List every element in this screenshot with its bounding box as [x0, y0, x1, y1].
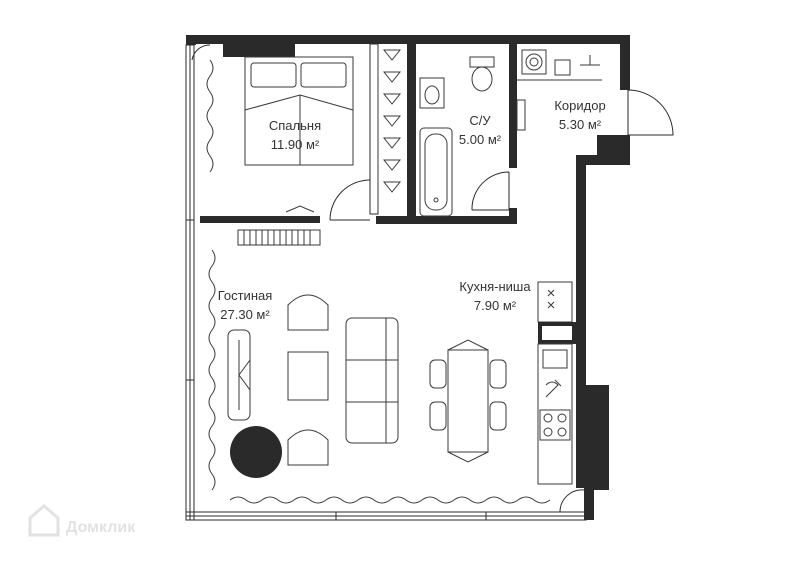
bedroom-wall-bottom [200, 216, 320, 223]
wall-right-pillar [584, 385, 609, 490]
room-area-bedroom: 11.90 м² [271, 137, 320, 152]
coffee-table [287, 351, 329, 401]
wall-right-upper [620, 35, 630, 90]
bathroom-furniture [419, 56, 495, 217]
curtain-living [208, 249, 216, 491]
burner-3 [543, 427, 553, 437]
room-name-kitchen: Кухня-ниша [459, 279, 531, 294]
burner-4 [557, 427, 567, 437]
wall-bath-bottom [376, 216, 486, 224]
pillow-right [300, 62, 347, 88]
dining-table [447, 349, 489, 453]
curtain-bedroom [206, 59, 214, 173]
radiator [237, 229, 321, 246]
room-area-kitchen: 7.90 м² [474, 298, 517, 313]
shoe-rack [554, 55, 600, 76]
wall-step-h [576, 155, 598, 165]
wall-right-step [597, 135, 630, 165]
burner-1 [543, 413, 553, 423]
armchair-bottom [287, 429, 329, 466]
kitchen-sink [542, 349, 568, 369]
corridor-furniture [516, 49, 602, 131]
room-name-living: Гостиная [218, 288, 273, 303]
room-labels: Спальня 11.90 м² С/У 5.00 м² Коридор 5.3… [218, 98, 606, 322]
fridge [537, 281, 573, 323]
pillow-left [250, 62, 297, 88]
room-name-bathroom: С/У [469, 113, 491, 128]
shelf [516, 99, 526, 131]
bathroom-door [471, 171, 510, 211]
toilet-bowl [471, 66, 493, 92]
window-leaf-tl [191, 44, 211, 61]
walls [185, 35, 630, 521]
faucet [545, 379, 562, 398]
wall-corner-tl [186, 35, 196, 45]
wall-bath-left [407, 44, 416, 224]
room-name-corridor: Коридор [554, 98, 605, 113]
watermark: Домклик [28, 504, 136, 537]
interior-walls [200, 43, 517, 224]
sink [419, 77, 445, 109]
burner-2 [557, 413, 567, 423]
toilet-tank [469, 56, 495, 68]
bedroom-furniture [206, 48, 402, 246]
room-area-bathroom: 5.00 м² [459, 132, 502, 147]
kitchen-furniture [429, 281, 576, 485]
watermark-text: Домклик [66, 519, 136, 536]
wall-bath-bottom-r [486, 216, 517, 224]
bedroom-door [329, 179, 371, 221]
house-icon [28, 504, 60, 537]
tv-stand [227, 329, 251, 421]
round-table [230, 426, 282, 478]
wall-top-block [223, 35, 295, 57]
wall-right-main [576, 155, 586, 488]
bathtub [419, 127, 453, 217]
blanket [244, 94, 354, 165]
wardrobe-left-line [369, 43, 379, 215]
double-bed [244, 56, 354, 166]
room-area-living: 27.30 м² [220, 307, 270, 322]
armchair-top [287, 294, 329, 331]
entrance-door [627, 89, 674, 136]
room-area-corridor: 5.30 м² [559, 117, 602, 132]
living-furniture [208, 249, 551, 504]
washing-machine [525, 53, 543, 71]
balcony-door [559, 489, 585, 513]
curtain-bottom [229, 496, 551, 504]
wardrobe-hangers [382, 49, 402, 193]
wall-right-bottom [584, 488, 594, 520]
doors [191, 44, 674, 513]
wall-top [196, 35, 626, 44]
wall-bath-right [509, 44, 517, 168]
sofa [345, 317, 399, 444]
room-name-bedroom: Спальня [269, 118, 321, 133]
kitchen-counter [537, 343, 573, 485]
